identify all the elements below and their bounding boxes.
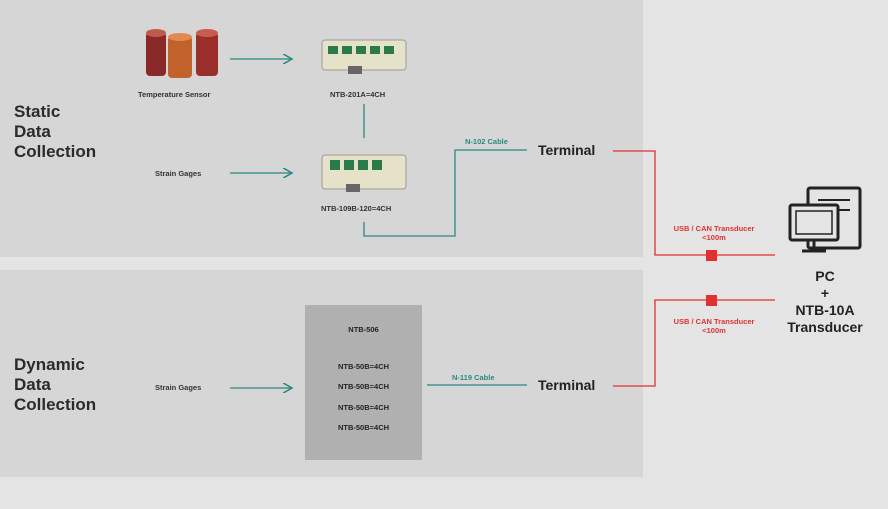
ntb-109b-module-image <box>321 154 407 192</box>
static-data-panel <box>0 0 643 257</box>
ntb-506-channel-3: NTB-50B=4CH <box>337 403 390 412</box>
static-transducer-line-1: USB / CAN Transducer <box>673 224 755 233</box>
static-transducer-marker <box>706 250 717 261</box>
ntb-506-channel-1: NTB-50B=4CH <box>337 362 390 371</box>
pc-computer-icon <box>788 186 862 253</box>
pc-label-line-2: + <box>820 285 830 301</box>
dynamic-transducer-label: USB / CAN Transducer <100m <box>659 317 769 335</box>
ntb-506-box: NTB-506 NTB-50B=4CH NTB-50B=4CH NTB-50B=… <box>305 305 422 460</box>
dynamic-section-title: Dynamic Data Collection <box>14 355 96 415</box>
dynamic-strain-gages-label: Strain Gages <box>155 383 202 392</box>
n102-cable-line <box>363 149 527 237</box>
dynamic-title-line-2: Data <box>14 375 51 394</box>
dynamic-transducer-line-1: USB / CAN Transducer <box>673 317 755 326</box>
ntb-201a-module-image <box>321 39 407 74</box>
pc-label-line-3: NTB-10A <box>795 302 855 318</box>
static-strain-gages-label: Strain Gages <box>155 169 202 178</box>
dynamic-title-line-1: Dynamic <box>14 355 85 374</box>
static-section-title: Static Data Collection <box>14 102 96 162</box>
static-transducer-line-2: <100m <box>702 233 726 242</box>
dynamic-transducer-line-2: <100m <box>702 326 726 335</box>
pc-label: PC + NTB-10A Transducer <box>770 268 880 336</box>
static-terminal-label: Terminal <box>538 142 596 158</box>
n119-cable-label: N-119 Cable <box>452 373 495 382</box>
temperature-sensor-label: Temperature Sensor <box>138 90 211 99</box>
ntb-506-channel-4: NTB-50B=4CH <box>337 423 390 432</box>
static-title-line-3: Collection <box>14 142 97 161</box>
dynamic-usb-link <box>613 299 775 387</box>
pc-label-line-1: PC <box>815 268 835 284</box>
module-bottom-label: NTB-109B-120=4CH <box>321 204 392 213</box>
dynamic-terminal-label: Terminal <box>538 377 596 393</box>
ntb-506-title: NTB-506 <box>348 325 379 334</box>
static-title-line-2: Data <box>14 122 51 141</box>
static-title-line-1: Static <box>14 102 61 121</box>
pc-label-line-4: Transducer <box>787 319 863 335</box>
temperature-sensor-image <box>146 29 218 78</box>
dynamic-transducer-marker <box>706 295 717 306</box>
module-top-label: NTB-201A=4CH <box>330 90 386 99</box>
static-transducer-label: USB / CAN Transducer <100m <box>659 224 769 242</box>
ntb-506-channel-2: NTB-50B=4CH <box>337 382 390 391</box>
n102-cable-label: N-102 Cable <box>465 137 508 146</box>
dynamic-title-line-3: Collection <box>14 395 97 414</box>
